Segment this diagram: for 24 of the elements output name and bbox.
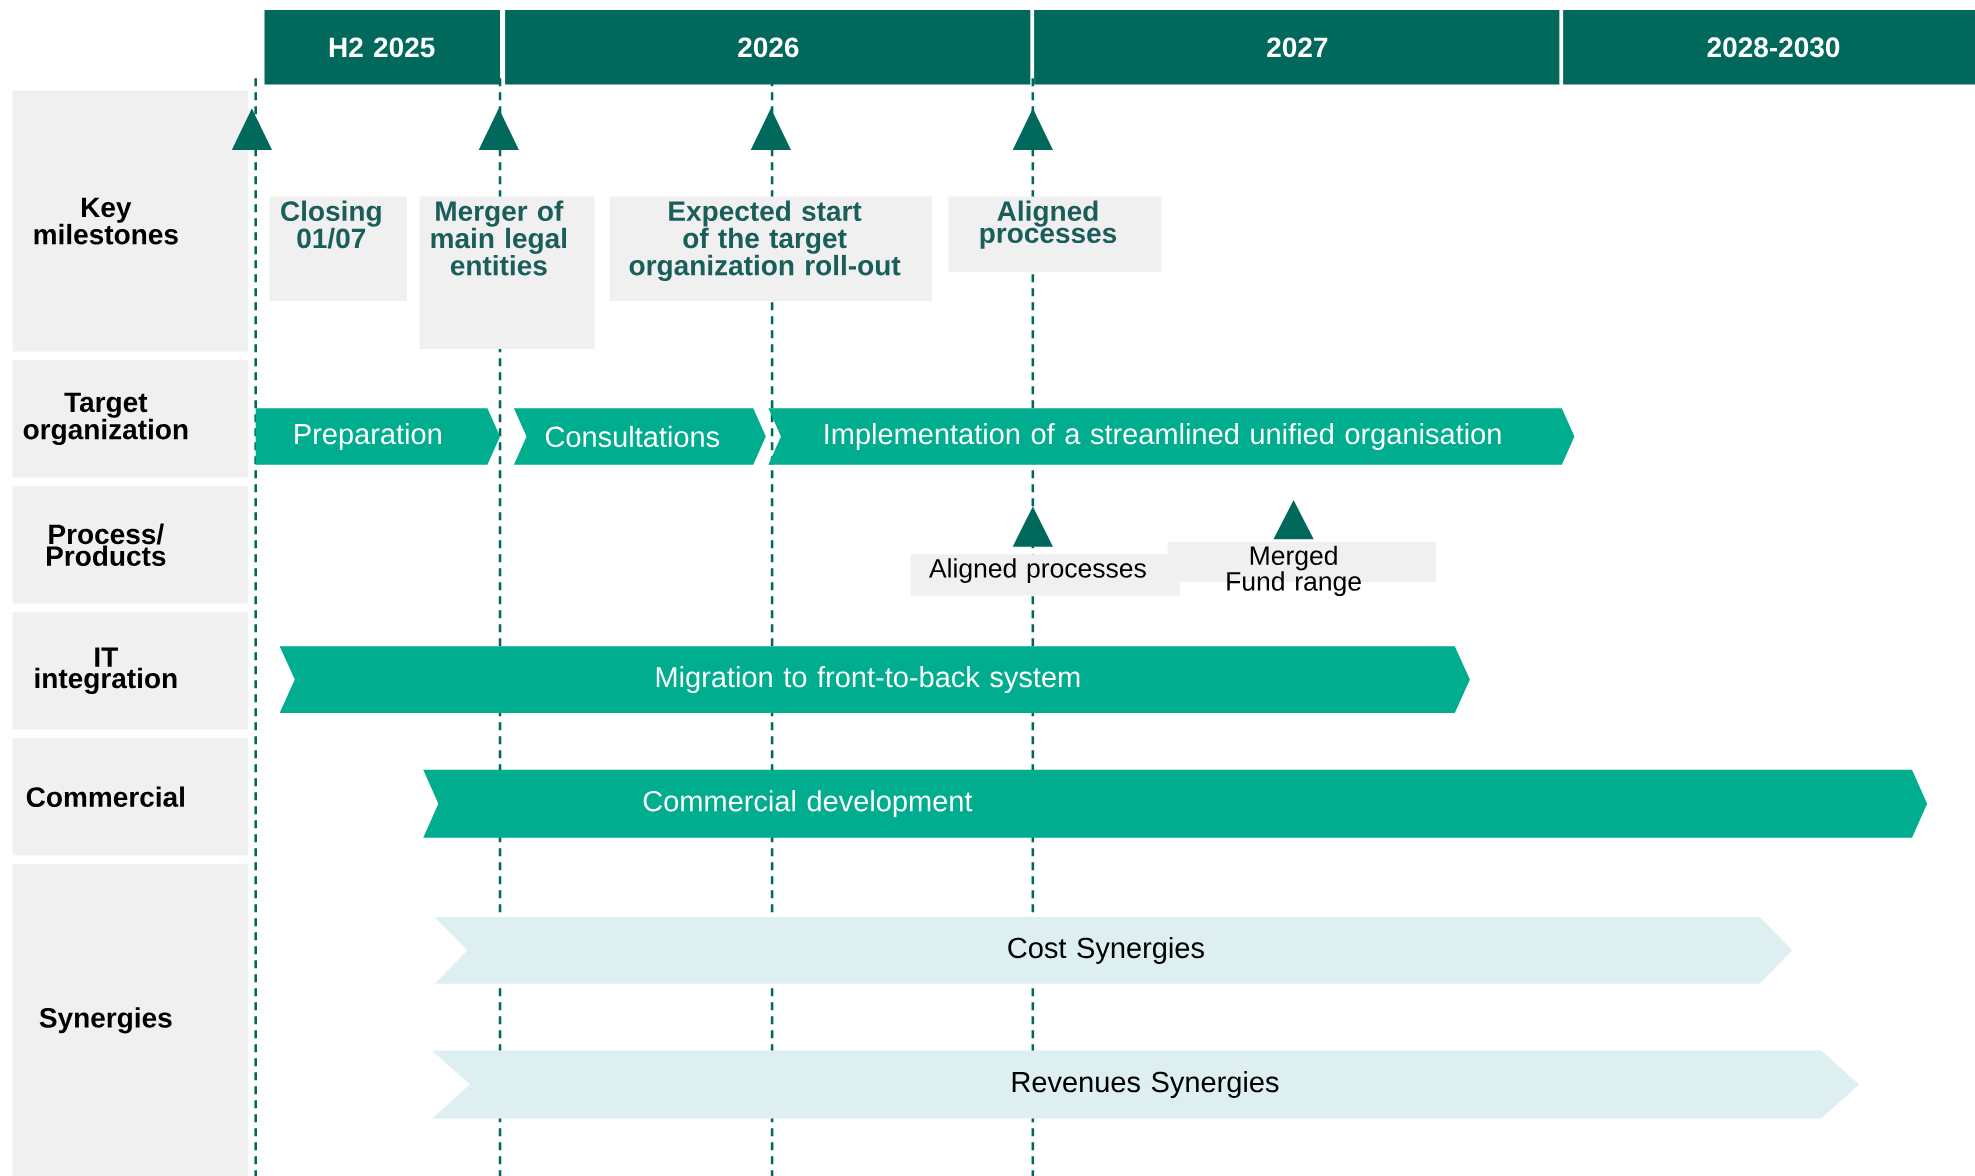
- year-header: 2027: [1034, 9, 1560, 85]
- node-label: Merged Fund range: [1227, 545, 1361, 596]
- chevron-bar: Revenues Synergies: [432, 1050, 1860, 1119]
- row-label-box: Synergies: [12, 863, 249, 1176]
- milestone-box: Closing 01/07: [269, 196, 407, 301]
- chevron-bar: Commercial development: [423, 769, 1928, 838]
- row-label-box: Key milestones: [12, 90, 249, 352]
- row-label-box: Target organization: [12, 360, 249, 478]
- milestone-box: Merger of main legal entities: [419, 196, 595, 349]
- chevron-bar: Cost Synergies: [434, 916, 1793, 984]
- chevron-bar: Implementation of a streamlined unified organisation: [768, 407, 1575, 465]
- row-label-box: Commercial: [12, 737, 249, 856]
- row-label-box: Process/ Products: [12, 486, 249, 604]
- chevron-bar: Preparation: [255, 407, 501, 465]
- year-header: 2028-2030: [1563, 9, 1975, 85]
- year-header: 2026: [505, 9, 1031, 85]
- node-label: Aligned processes: [928, 557, 1146, 583]
- chevron-bar: Consultations: [513, 407, 766, 465]
- row-label-box: IT integration: [12, 611, 249, 730]
- year-header: H2 2025: [264, 9, 501, 85]
- process-box: Aligned processes: [910, 554, 1181, 596]
- milestone-box: Expected start of the target organization roll-out: [609, 196, 933, 301]
- chevron-bar: Migration to front-to-back system: [279, 645, 1470, 713]
- milestone-box: Aligned processes: [948, 196, 1162, 272]
